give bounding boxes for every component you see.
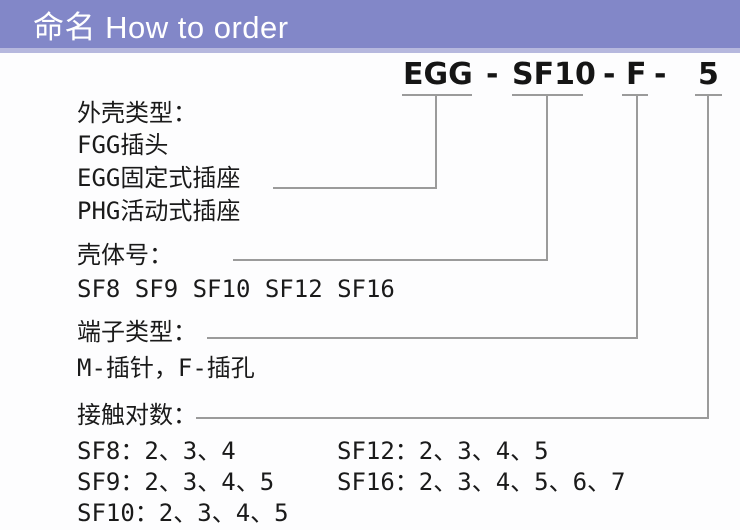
shell-size-list: SF8 SF9 SF10 SF12 SF16 (77, 275, 395, 303)
contacts-sf8: SF8：2、3、4 (77, 437, 236, 465)
page-title: 命名 How to order (33, 9, 289, 45)
code-dash-1: - (486, 57, 499, 92)
code-token-shell: EGG (403, 57, 473, 92)
section-title-terminal: 端子类型： (77, 318, 197, 346)
code-token-contacts: 5 (698, 57, 719, 92)
underline-terminal (622, 94, 648, 96)
code-dash-2: - (603, 57, 616, 92)
header-bar: 命名 How to order (0, 0, 740, 53)
contacts-sf10: SF10：2、3、4、5 (77, 499, 289, 527)
section-title-shell-size: 壳体号： (77, 241, 173, 269)
connector-shell-horizontal (273, 187, 437, 189)
connector-size-horizontal (233, 259, 548, 261)
code-dash-3: - (654, 57, 667, 92)
connector-shell-vertical (435, 94, 437, 189)
connector-contacts-vertical (707, 94, 709, 419)
underline-shell (402, 94, 472, 96)
shell-type-item-phg: PHG活动式插座 (77, 197, 241, 225)
section-title-shell-type: 外壳类型： (77, 99, 197, 127)
contacts-sf16: SF16：2、3、4、5、6、7 (337, 468, 626, 496)
connector-terminal-vertical (636, 94, 638, 339)
code-token-terminal: F (626, 57, 647, 92)
shell-type-item-egg: EGG固定式插座 (77, 164, 241, 192)
code-token-size: SF10 (512, 57, 596, 92)
connector-size-vertical (546, 94, 548, 261)
terminal-type-list: M-插针，F-插孔 (77, 354, 255, 382)
contacts-sf12: SF12：2、3、4、5 (337, 437, 549, 465)
connector-contacts-horizontal (196, 417, 709, 419)
section-title-contacts: 接触对数： (77, 401, 197, 429)
connector-terminal-horizontal (207, 337, 638, 339)
contacts-sf9: SF9：2、3、4、5 (77, 468, 275, 496)
shell-type-item-fgg: FGG插头 (77, 131, 169, 159)
